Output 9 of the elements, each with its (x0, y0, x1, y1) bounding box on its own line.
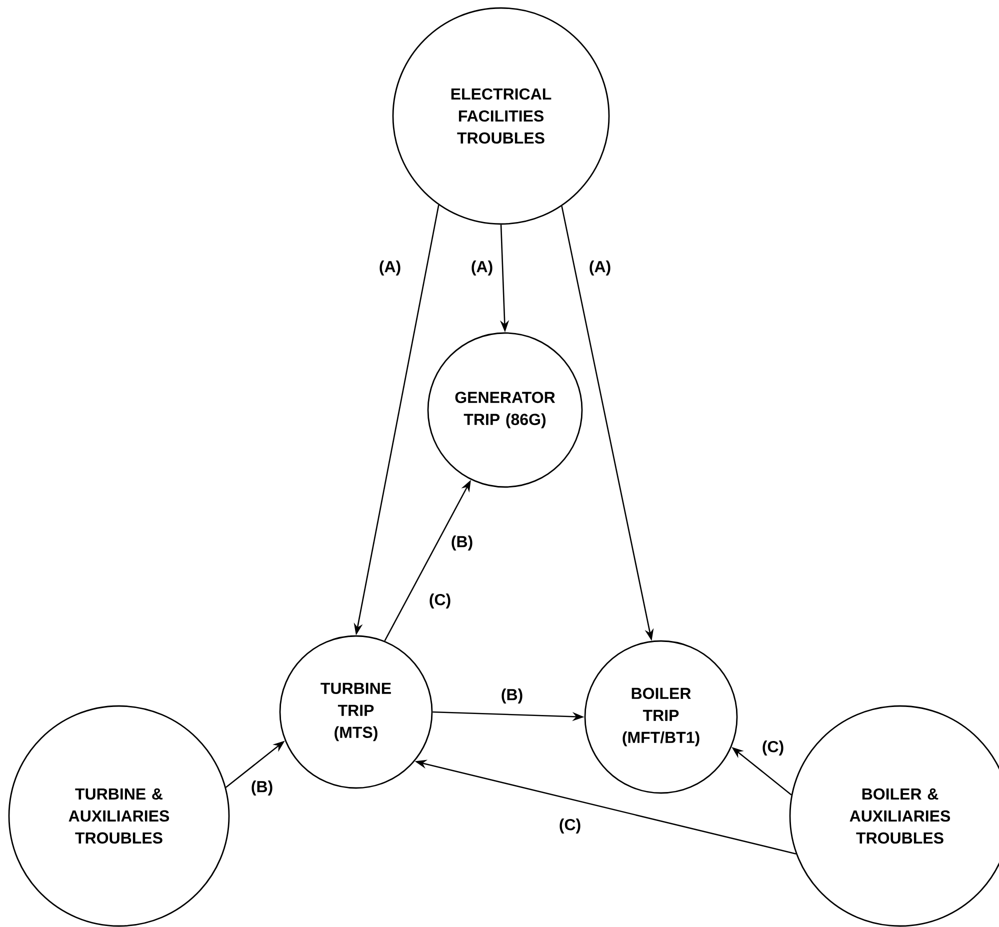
edge-label: (B) (500, 688, 524, 704)
edge-label: (B) (250, 780, 274, 796)
line-label: (C) (428, 592, 452, 610)
edge-label: (A) (588, 260, 612, 276)
edge-label: (B) (450, 534, 474, 552)
edge-label: (A) (378, 260, 402, 276)
edge-label: (C) (558, 818, 582, 834)
edge-label: (A) (470, 260, 494, 276)
edge-label: (C) (760, 740, 786, 756)
